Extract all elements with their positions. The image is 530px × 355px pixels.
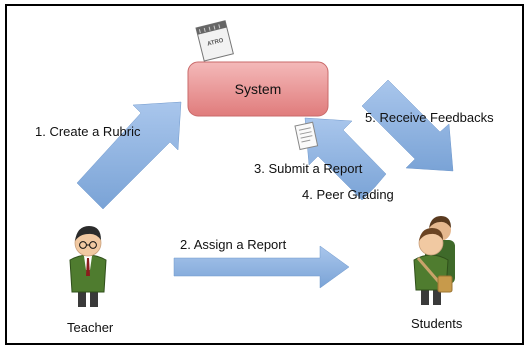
step-peer-grading-label: 4. Peer Grading <box>302 187 394 202</box>
document-icon <box>294 121 319 151</box>
arrow-receive-feedbacks <box>361 79 454 172</box>
arrow-create-rubric <box>76 101 182 210</box>
system-label: System <box>234 81 282 97</box>
notepad-logo-icon: ATRO <box>195 20 234 62</box>
students-label: Students <box>411 316 463 331</box>
teacher-label: Teacher <box>67 320 114 335</box>
step-assign-report-label: 2. Assign a Report <box>180 237 287 252</box>
arrow-submit-report <box>304 117 387 201</box>
students-icon <box>413 216 455 305</box>
diagram-frame <box>5 4 524 345</box>
step-receive-feedbacks-label: 5. Receive Feedbacks <box>365 110 494 125</box>
logo-text: ATRO <box>207 38 225 48</box>
step-create-rubric-label: 1. Create a Rubric <box>35 124 141 139</box>
system-box <box>187 61 329 117</box>
teacher-icon <box>69 226 107 307</box>
arrow-assign-report <box>173 245 350 289</box>
step-submit-report-label: 3. Submit a Report <box>254 161 363 176</box>
